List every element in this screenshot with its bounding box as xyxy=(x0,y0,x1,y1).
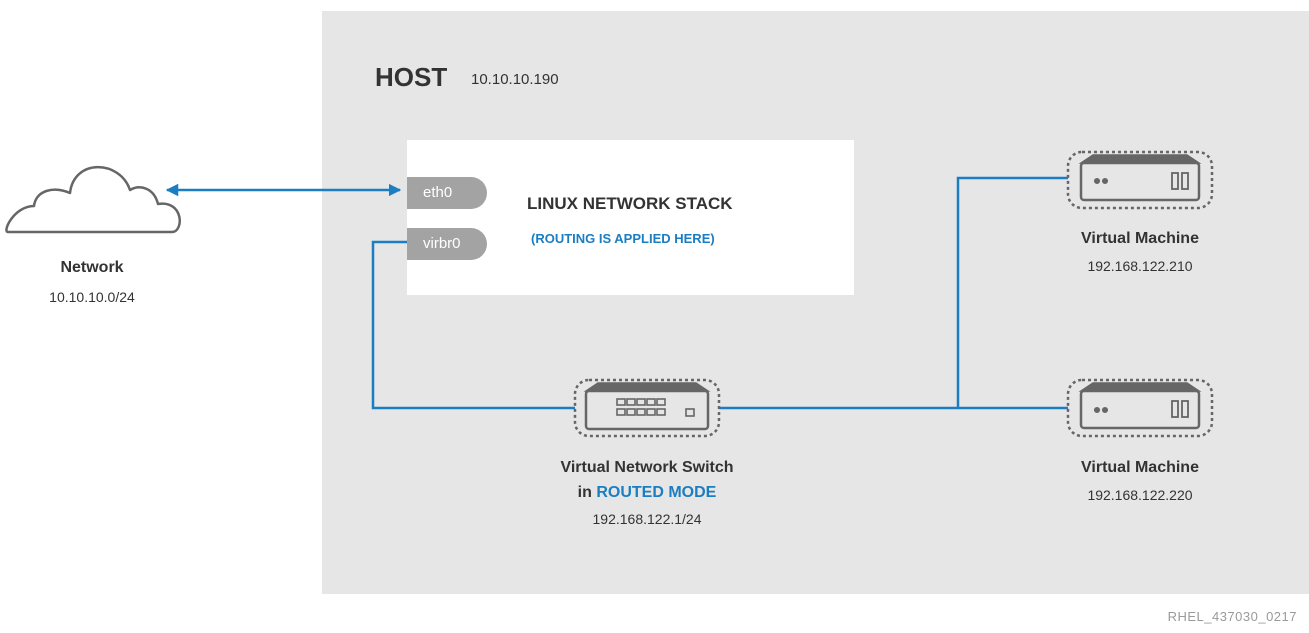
switch-mode-prefix: in xyxy=(577,484,597,501)
linux-network-stack-box xyxy=(407,140,854,295)
figure-id: RHEL_437030_0217 xyxy=(1167,609,1297,624)
stack-subtitle: (ROUTING IS APPLIED HERE) xyxy=(531,231,715,246)
link-trunk-vm1 xyxy=(956,176,1068,408)
vm1-ip: 192.168.122.210 xyxy=(1087,258,1193,274)
port-eth0: eth0 xyxy=(407,177,487,209)
network-ip: 10.10.10.0/24 xyxy=(49,289,135,305)
server-icon xyxy=(1066,378,1214,438)
switch-mode-label: in ROUTED MODE xyxy=(497,484,797,502)
cloud-icon xyxy=(5,166,181,234)
vm2-ip: 192.168.122.220 xyxy=(1087,487,1193,503)
switch-ip: 192.168.122.1/24 xyxy=(592,511,702,527)
vm2-label: Virtual Machine xyxy=(1081,459,1199,476)
network-switch-icon xyxy=(573,378,721,438)
host-ip: 10.10.10.190 xyxy=(471,71,559,88)
switch-label: Virtual Network Switch xyxy=(560,459,734,476)
vm1-label: Virtual Machine xyxy=(1081,230,1199,247)
host-container xyxy=(322,11,1309,594)
link-virbr0-switch xyxy=(371,240,575,410)
switch-mode: ROUTED MODE xyxy=(596,484,717,501)
port-virbr0: virbr0 xyxy=(407,228,487,260)
host-title: HOST xyxy=(375,62,448,92)
network-label: Network xyxy=(60,259,124,276)
server-icon xyxy=(1066,150,1214,210)
stack-title: LINUX NETWORK STACK xyxy=(527,194,733,213)
